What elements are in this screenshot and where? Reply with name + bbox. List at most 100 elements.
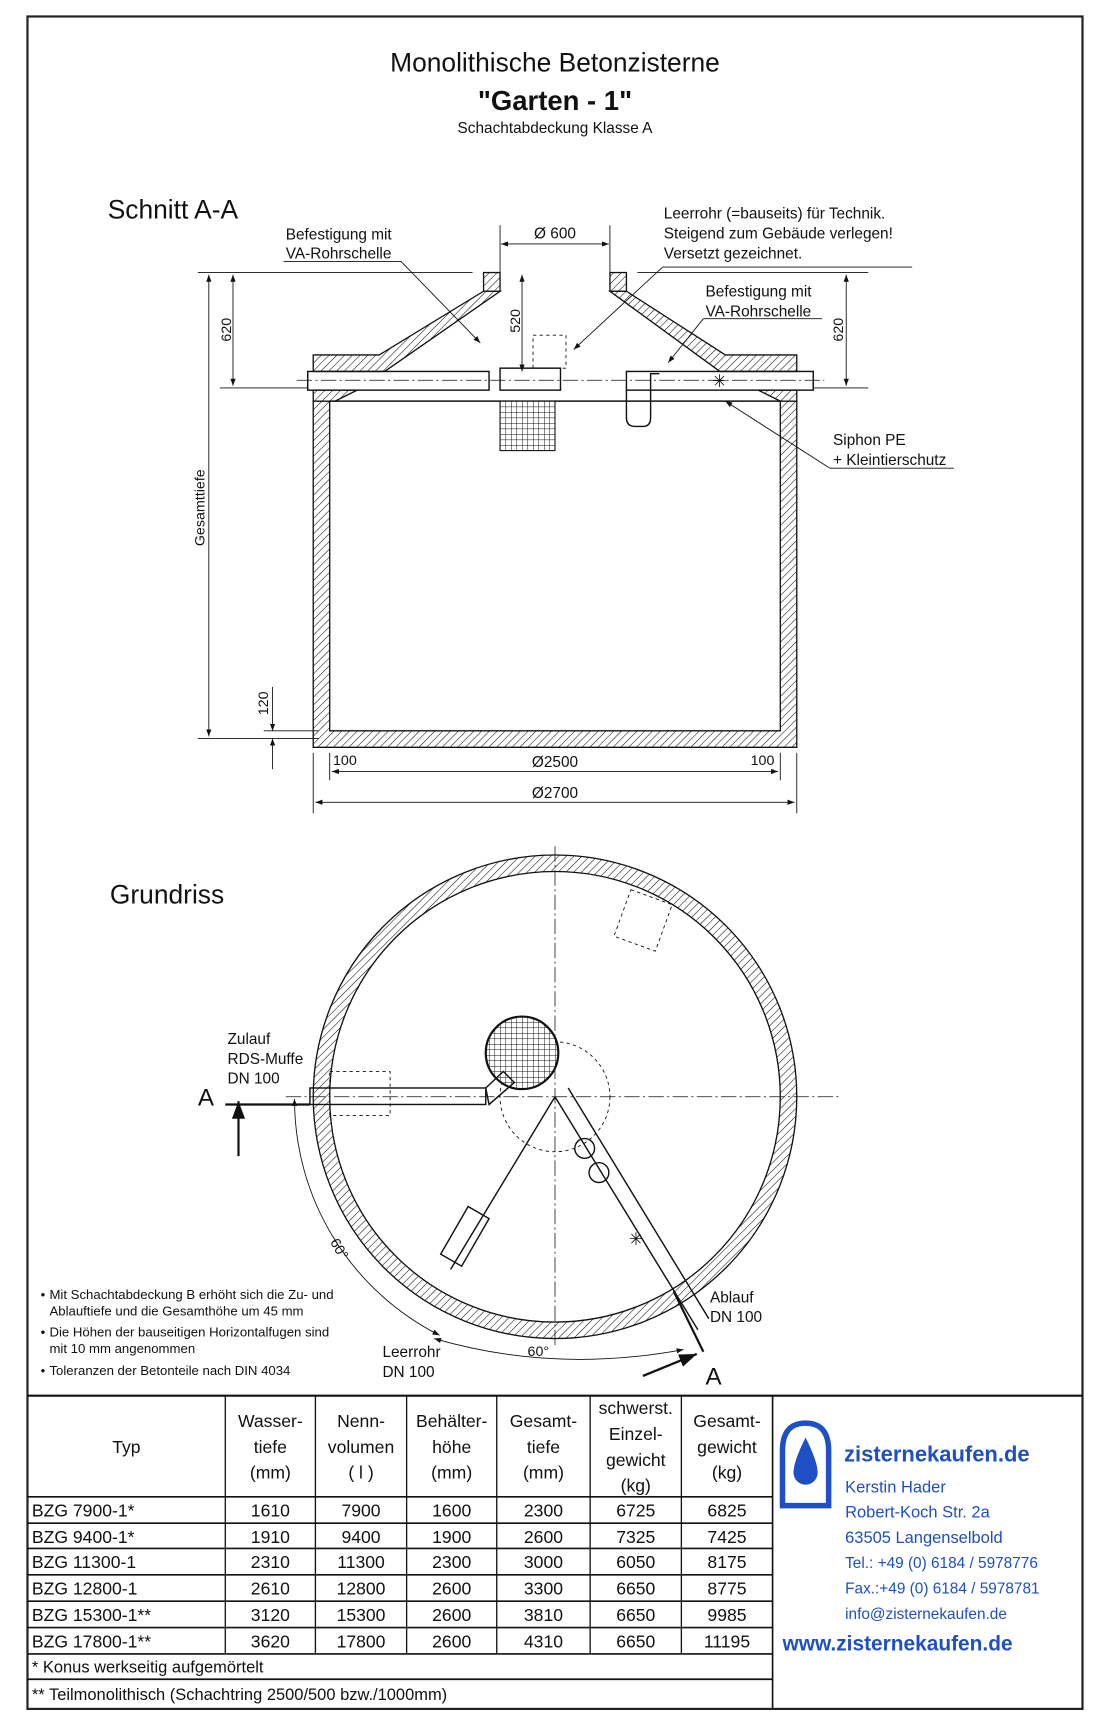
cut-marker-right: A	[706, 1364, 723, 1391]
outlet-pipe	[625, 370, 814, 391]
label-ablauf: Ablauf	[710, 1289, 754, 1306]
contact-street: Robert-Koch Str. 2a	[845, 1504, 990, 1522]
table-cell: 2600	[432, 1579, 471, 1599]
label-befestigung-left: Befestigung mit	[286, 227, 393, 244]
filter-housing	[499, 367, 562, 391]
angle-bottom: 60°	[528, 1344, 550, 1360]
note-bullet-3: •	[41, 1363, 46, 1378]
section-heading: Schnitt A-A	[108, 195, 239, 225]
table-header-cell: Typ	[112, 1437, 141, 1457]
table-cell: 8775	[707, 1579, 746, 1599]
label-befestigung-left-2: VA-Rohrschelle	[286, 245, 392, 262]
water-drop-icon	[793, 1437, 818, 1485]
label-leerrohr-2: Steigend zum Gebäude verlegen!	[664, 225, 893, 242]
section-view: Schnitt A-A ✳ Befestigung mit VA-Rohrsch…	[108, 195, 954, 814]
filter-basket	[499, 400, 556, 452]
table-cell: 1900	[432, 1527, 471, 1547]
label-zulauf: Zulauf	[227, 1031, 270, 1048]
table-cell: 1610	[251, 1501, 290, 1521]
table-cell: 9400	[341, 1527, 380, 1547]
slab-left	[312, 389, 358, 402]
table-cell: 15300	[337, 1605, 386, 1625]
table-header-cell: volumen	[328, 1437, 394, 1457]
contact-email[interactable]: info@zisternekaufen.de	[845, 1606, 1007, 1623]
label-leerrohr: Leerrohr (=bauseits) für Technik.	[664, 206, 885, 223]
label-leerrohr-plan: Leerrohr	[382, 1344, 440, 1361]
table-cell: 4310	[524, 1631, 563, 1651]
table-header-cell: tiefe	[254, 1437, 287, 1457]
plan-heading: Grundriss	[110, 879, 224, 909]
table-cell: 6725	[616, 1501, 655, 1521]
label-leerrohr-plan-2: DN 100	[382, 1364, 434, 1381]
dim-100-left: 100	[333, 753, 357, 769]
label-leerrohr-3: Versetzt gezeichnet.	[664, 245, 802, 262]
kleintierschutz-icon: ✳	[712, 371, 727, 391]
title-subtitle: Schachtabdeckung Klasse A	[458, 120, 654, 137]
footnote-1: * Konus werkseitig aufgemörtelt	[32, 1659, 264, 1677]
contact-tel: Tel.: +49 (0) 6184 / 5978776	[845, 1555, 1038, 1572]
table-header-cell: Behälter-	[416, 1411, 487, 1431]
note-bullet-2: •	[41, 1324, 46, 1339]
shaft-ring-right	[609, 271, 628, 292]
table-row-type: BZG 11300-1	[32, 1552, 136, 1572]
filter-plan	[484, 1015, 560, 1091]
note-1: Mit Schachtabdeckung B erhöht sich die Z…	[49, 1287, 333, 1302]
contact-city: 63505 Langenselbold	[845, 1529, 1003, 1547]
note-2-cont: mit 10 mm angenommen	[49, 1341, 195, 1356]
table-header-cell: (mm)	[431, 1463, 472, 1483]
title-main: Monolithische Betonzisterne	[390, 47, 720, 77]
table-cell: 6825	[707, 1501, 746, 1521]
dim-2700: Ø2700	[532, 785, 578, 802]
dim-120: 120	[256, 691, 272, 715]
dim-620-left: 620	[219, 318, 235, 342]
table-cell: 6050	[616, 1552, 655, 1572]
table-row-type: BZG 12800-1	[32, 1579, 138, 1599]
table-row-type: BZG 17800-1**	[32, 1631, 151, 1651]
dim-100-right: 100	[751, 753, 775, 769]
table-cell: 2600	[432, 1631, 471, 1651]
note-2: Die Höhen der bauseitigen Horizontalfuge…	[49, 1324, 329, 1339]
dim-gesamttiefe: Gesamttiefe	[192, 469, 208, 546]
table-cell: 7900	[341, 1501, 380, 1521]
table-cell: 11195	[704, 1631, 750, 1651]
label-siphon: Siphon PE	[833, 432, 906, 449]
label-befestigung-right: Befestigung mit	[706, 284, 813, 301]
label-zulauf-2: RDS-Muffe	[227, 1051, 303, 1068]
table-header-cell: gewicht	[697, 1437, 757, 1457]
inlet-pipe-plan	[309, 1087, 487, 1106]
table-cell: 17800	[337, 1631, 386, 1651]
table-header-cell: (kg)	[712, 1463, 742, 1483]
table-cell: 2610	[251, 1579, 290, 1599]
contact-block: zisternekaufen.de Kerstin Hader Robert-K…	[779, 1420, 1040, 1656]
plan-view: Grundriss ✳ 60° 60° Zulauf RDS-Muffe DN …	[110, 846, 841, 1391]
table-cell: 3000	[524, 1552, 563, 1572]
brand-name: zisternekaufen.de	[844, 1442, 1030, 1467]
table-row-type: BZG 9400-1*	[32, 1527, 135, 1547]
table-cell: 7425	[707, 1527, 746, 1547]
table-cell: 3620	[251, 1631, 290, 1651]
label-befestigung-right-2: VA-Rohrschelle	[706, 304, 812, 321]
table-header-cell: (kg)	[621, 1476, 651, 1496]
table-header-cell: Gesamt-	[693, 1411, 761, 1431]
table-header-cell: Gesamt-	[510, 1411, 578, 1431]
table-cell: 2300	[524, 1501, 563, 1521]
table-cell: 11300	[337, 1552, 385, 1572]
table-header-cell: Einzel-	[609, 1424, 663, 1444]
contact-website[interactable]: www.zisternekaufen.de	[781, 1633, 1012, 1656]
table-cell: 2300	[432, 1552, 471, 1572]
table-header-cell: Wasser-	[238, 1411, 303, 1431]
table-cell: 6650	[616, 1631, 655, 1651]
table-cell: 3300	[524, 1579, 563, 1599]
table-header-cell: schwerst.	[599, 1398, 673, 1418]
label-zulauf-3: DN 100	[227, 1071, 279, 1088]
kleintierschutz-plan-icon: ✳	[629, 1229, 644, 1249]
table-cell: 8175	[707, 1552, 746, 1572]
note-3: Toleranzen der Betonteile nach DIN 4034	[49, 1363, 290, 1378]
sheet-border	[26, 15, 1084, 1711]
table-cell: 3120	[251, 1605, 290, 1625]
table-header-cell: ( l )	[348, 1463, 373, 1483]
table-header-cell: höhe	[432, 1437, 471, 1457]
dim-600: Ø 600	[534, 225, 576, 242]
